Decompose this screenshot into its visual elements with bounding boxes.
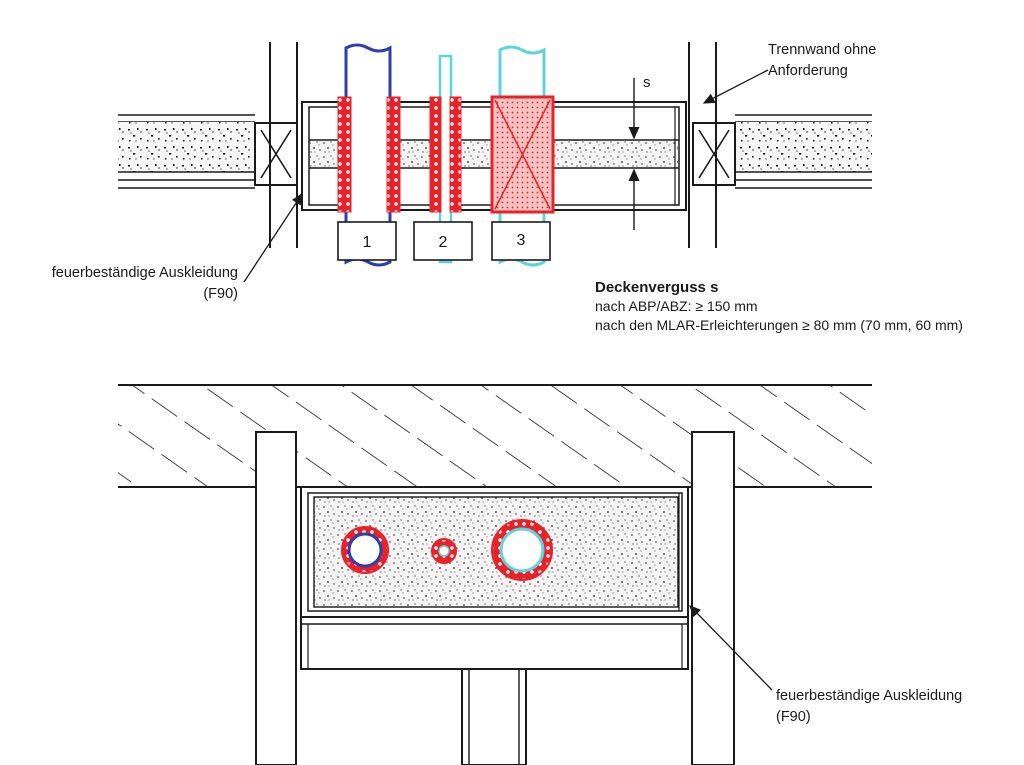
auskleidung-top-line2: (F90): [203, 286, 238, 302]
pipe-3: [490, 45, 555, 267]
deckenverguss-line2: nach den MLAR-Erleichterungen ≥ 80 mm (7…: [595, 317, 963, 333]
trennwand-label-line2: Anforderung: [768, 63, 848, 79]
pipe-label-3: 3: [517, 232, 526, 249]
pipe-2: [429, 54, 462, 264]
left-stud-box: [254, 122, 298, 186]
right-wall-section: [735, 114, 872, 189]
pipe-label-2: 2: [439, 234, 448, 251]
right-stud-box: [692, 122, 736, 186]
pipe-1-section: [341, 526, 389, 574]
auskleidung-top-line1: feuerbeständige Auskleidung: [52, 265, 238, 281]
dimension-s-label: s: [643, 74, 651, 91]
deckenverguss-text: Deckenverguss s nach ABP/ABZ: ≥ 150 mm n…: [595, 279, 963, 333]
dimension-s: s: [628, 74, 651, 230]
deckenverguss-line1: nach ABP/ABZ: ≥ 150 mm: [595, 298, 758, 314]
bottom-section-view: feuerbeständige Auskleidung (F90): [118, 384, 962, 765]
pipe-label-box-1: 1: [337, 221, 397, 261]
trennwand-label-line1: Trennwand ohne: [768, 42, 876, 58]
pipe-label-1: 1: [363, 234, 372, 251]
top-plan-view: 1 2 3 s Trennwand ohne Anforderung feuer…: [52, 42, 963, 333]
left-wall-section: [118, 114, 255, 189]
left-wall-post: [255, 431, 297, 765]
auskleidung-bottom-line1: feuerbeständige Auskleidung: [776, 688, 962, 704]
right-wall-post: [691, 431, 735, 765]
deckenverguss-title: Deckenverguss s: [595, 279, 718, 296]
pipe-3-section: [491, 519, 553, 581]
auskleidung-annotation-top: feuerbeständige Auskleidung (F90): [52, 192, 303, 302]
vertical-wall-lines: [269, 42, 717, 248]
trennwand-annotation: Trennwand ohne Anforderung: [702, 42, 876, 104]
pipe-label-box-3: 3: [491, 221, 551, 261]
auskleidung-annotation-bottom: feuerbeständige Auskleidung (F90): [689, 605, 962, 725]
auskleidung-bottom-line2: (F90): [776, 709, 811, 725]
ceiling-slab: [118, 384, 872, 488]
pipe-2-section: [431, 538, 457, 564]
pipe-label-box-2: 2: [413, 221, 473, 261]
